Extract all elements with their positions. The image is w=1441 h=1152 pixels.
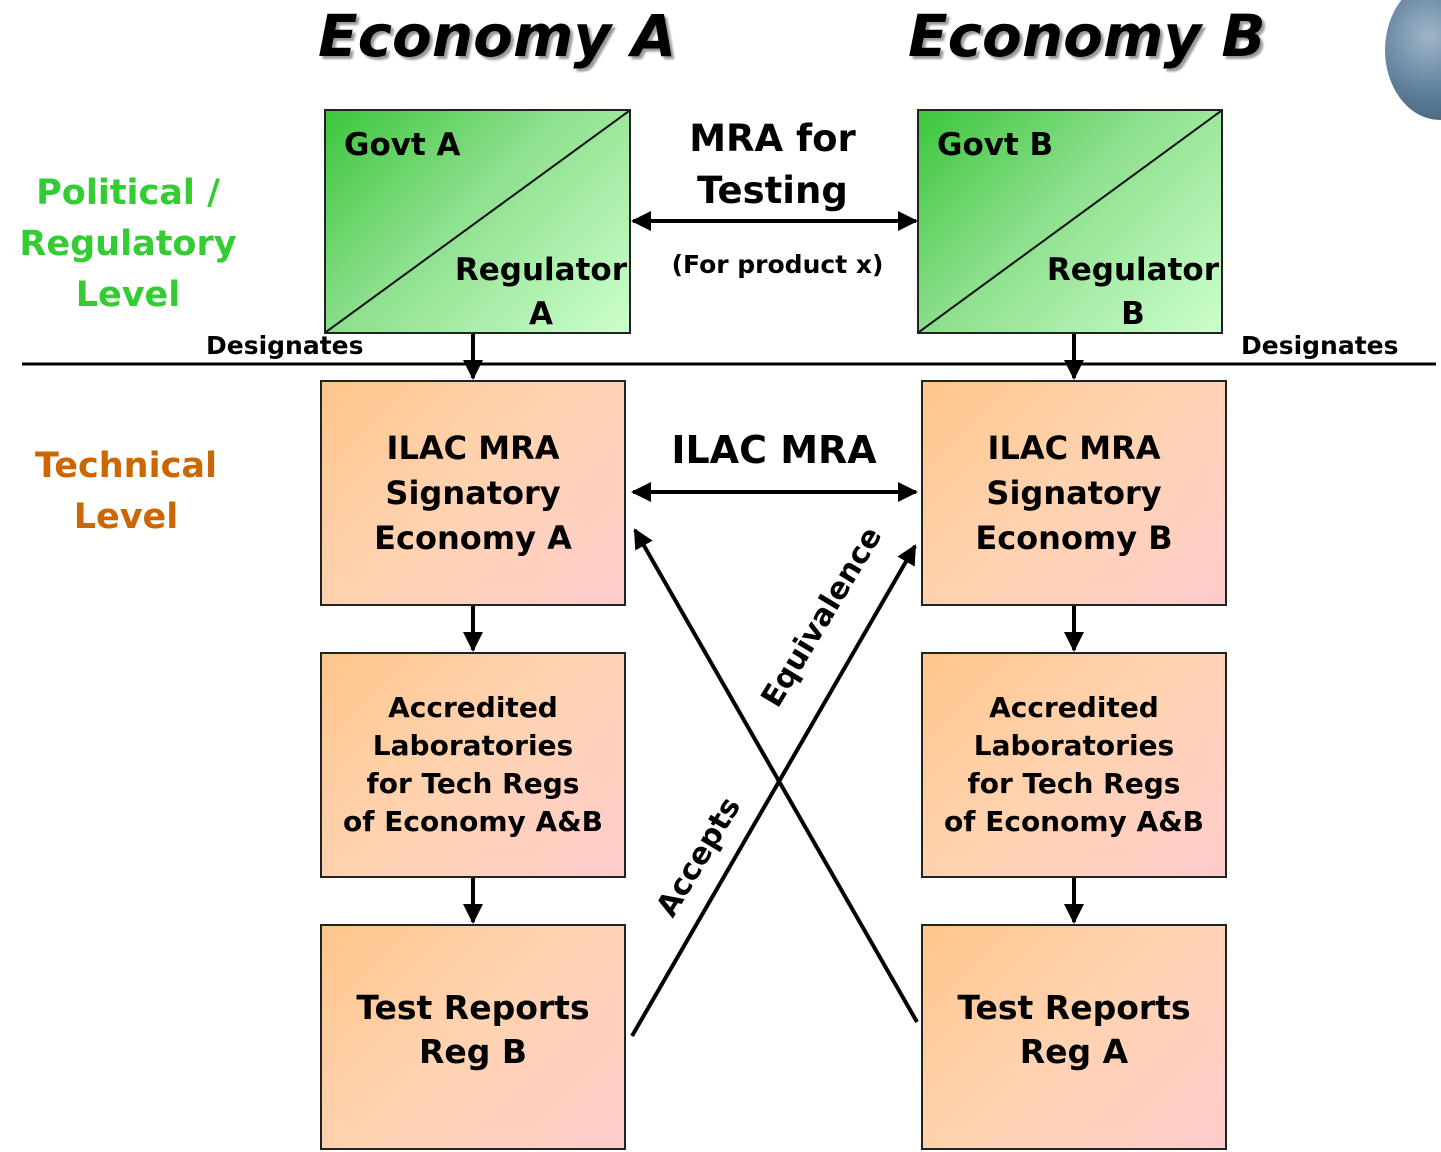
govt-a-label: Govt A [344, 127, 461, 163]
technical-level-label: Technical Level [35, 446, 217, 537]
diagonal-divider [326, 111, 629, 332]
political-level-label: Political / Regulatory Level [19, 173, 237, 315]
accepts-arrow [630, 544, 917, 1038]
designates-right-label: Designates [1241, 331, 1399, 360]
govt-regulator-a-box: Govt A Regulator A [324, 109, 631, 334]
ilac-mra-label: ILAC MRA [671, 428, 877, 472]
equivalence-arrow [633, 528, 919, 1023]
regulator-b-label: Regulator B [1046, 252, 1219, 332]
signatory-box-a: ILAC MRA Signatory Economy A [320, 380, 626, 606]
govt-b-label: Govt B [937, 127, 1054, 163]
report-box-a: Test Reports Reg B [320, 924, 626, 1150]
designates-left-label: Designates [206, 331, 364, 360]
report-a-text: Test Reports Reg B [356, 988, 590, 1071]
lab-box-a: Accredited Laboratories for Tech Regs of… [320, 652, 626, 878]
lab-a-text: Accredited Laboratories for Tech Regs of… [343, 691, 603, 838]
diagonal-divider [919, 111, 1221, 332]
signatory-box-b: ILAC MRA Signatory Economy B [921, 380, 1227, 606]
equivalence-label: Equivalence [754, 521, 889, 713]
signatory-a-text: ILAC MRA Signatory Economy A [374, 428, 572, 557]
report-b-text: Test Reports Reg A [957, 988, 1191, 1071]
lab-box-b: Accredited Laboratories for Tech Regs of… [921, 652, 1227, 878]
regulator-a-label: Regulator A [454, 252, 627, 332]
signatory-b-text: ILAC MRA Signatory Economy B [975, 428, 1173, 557]
govt-regulator-b-box: Govt B Regulator B [917, 109, 1223, 334]
report-box-b: Test Reports Reg A [921, 924, 1227, 1150]
heading-economy-a: Economy A [318, 2, 677, 70]
lab-b-text: Accredited Laboratories for Tech Regs of… [944, 691, 1204, 838]
mra-testing-title: MRA for Testing [689, 117, 856, 212]
mra-testing-subtitle: (For product x) [671, 250, 884, 279]
heading-economy-b: Economy B [908, 2, 1266, 70]
